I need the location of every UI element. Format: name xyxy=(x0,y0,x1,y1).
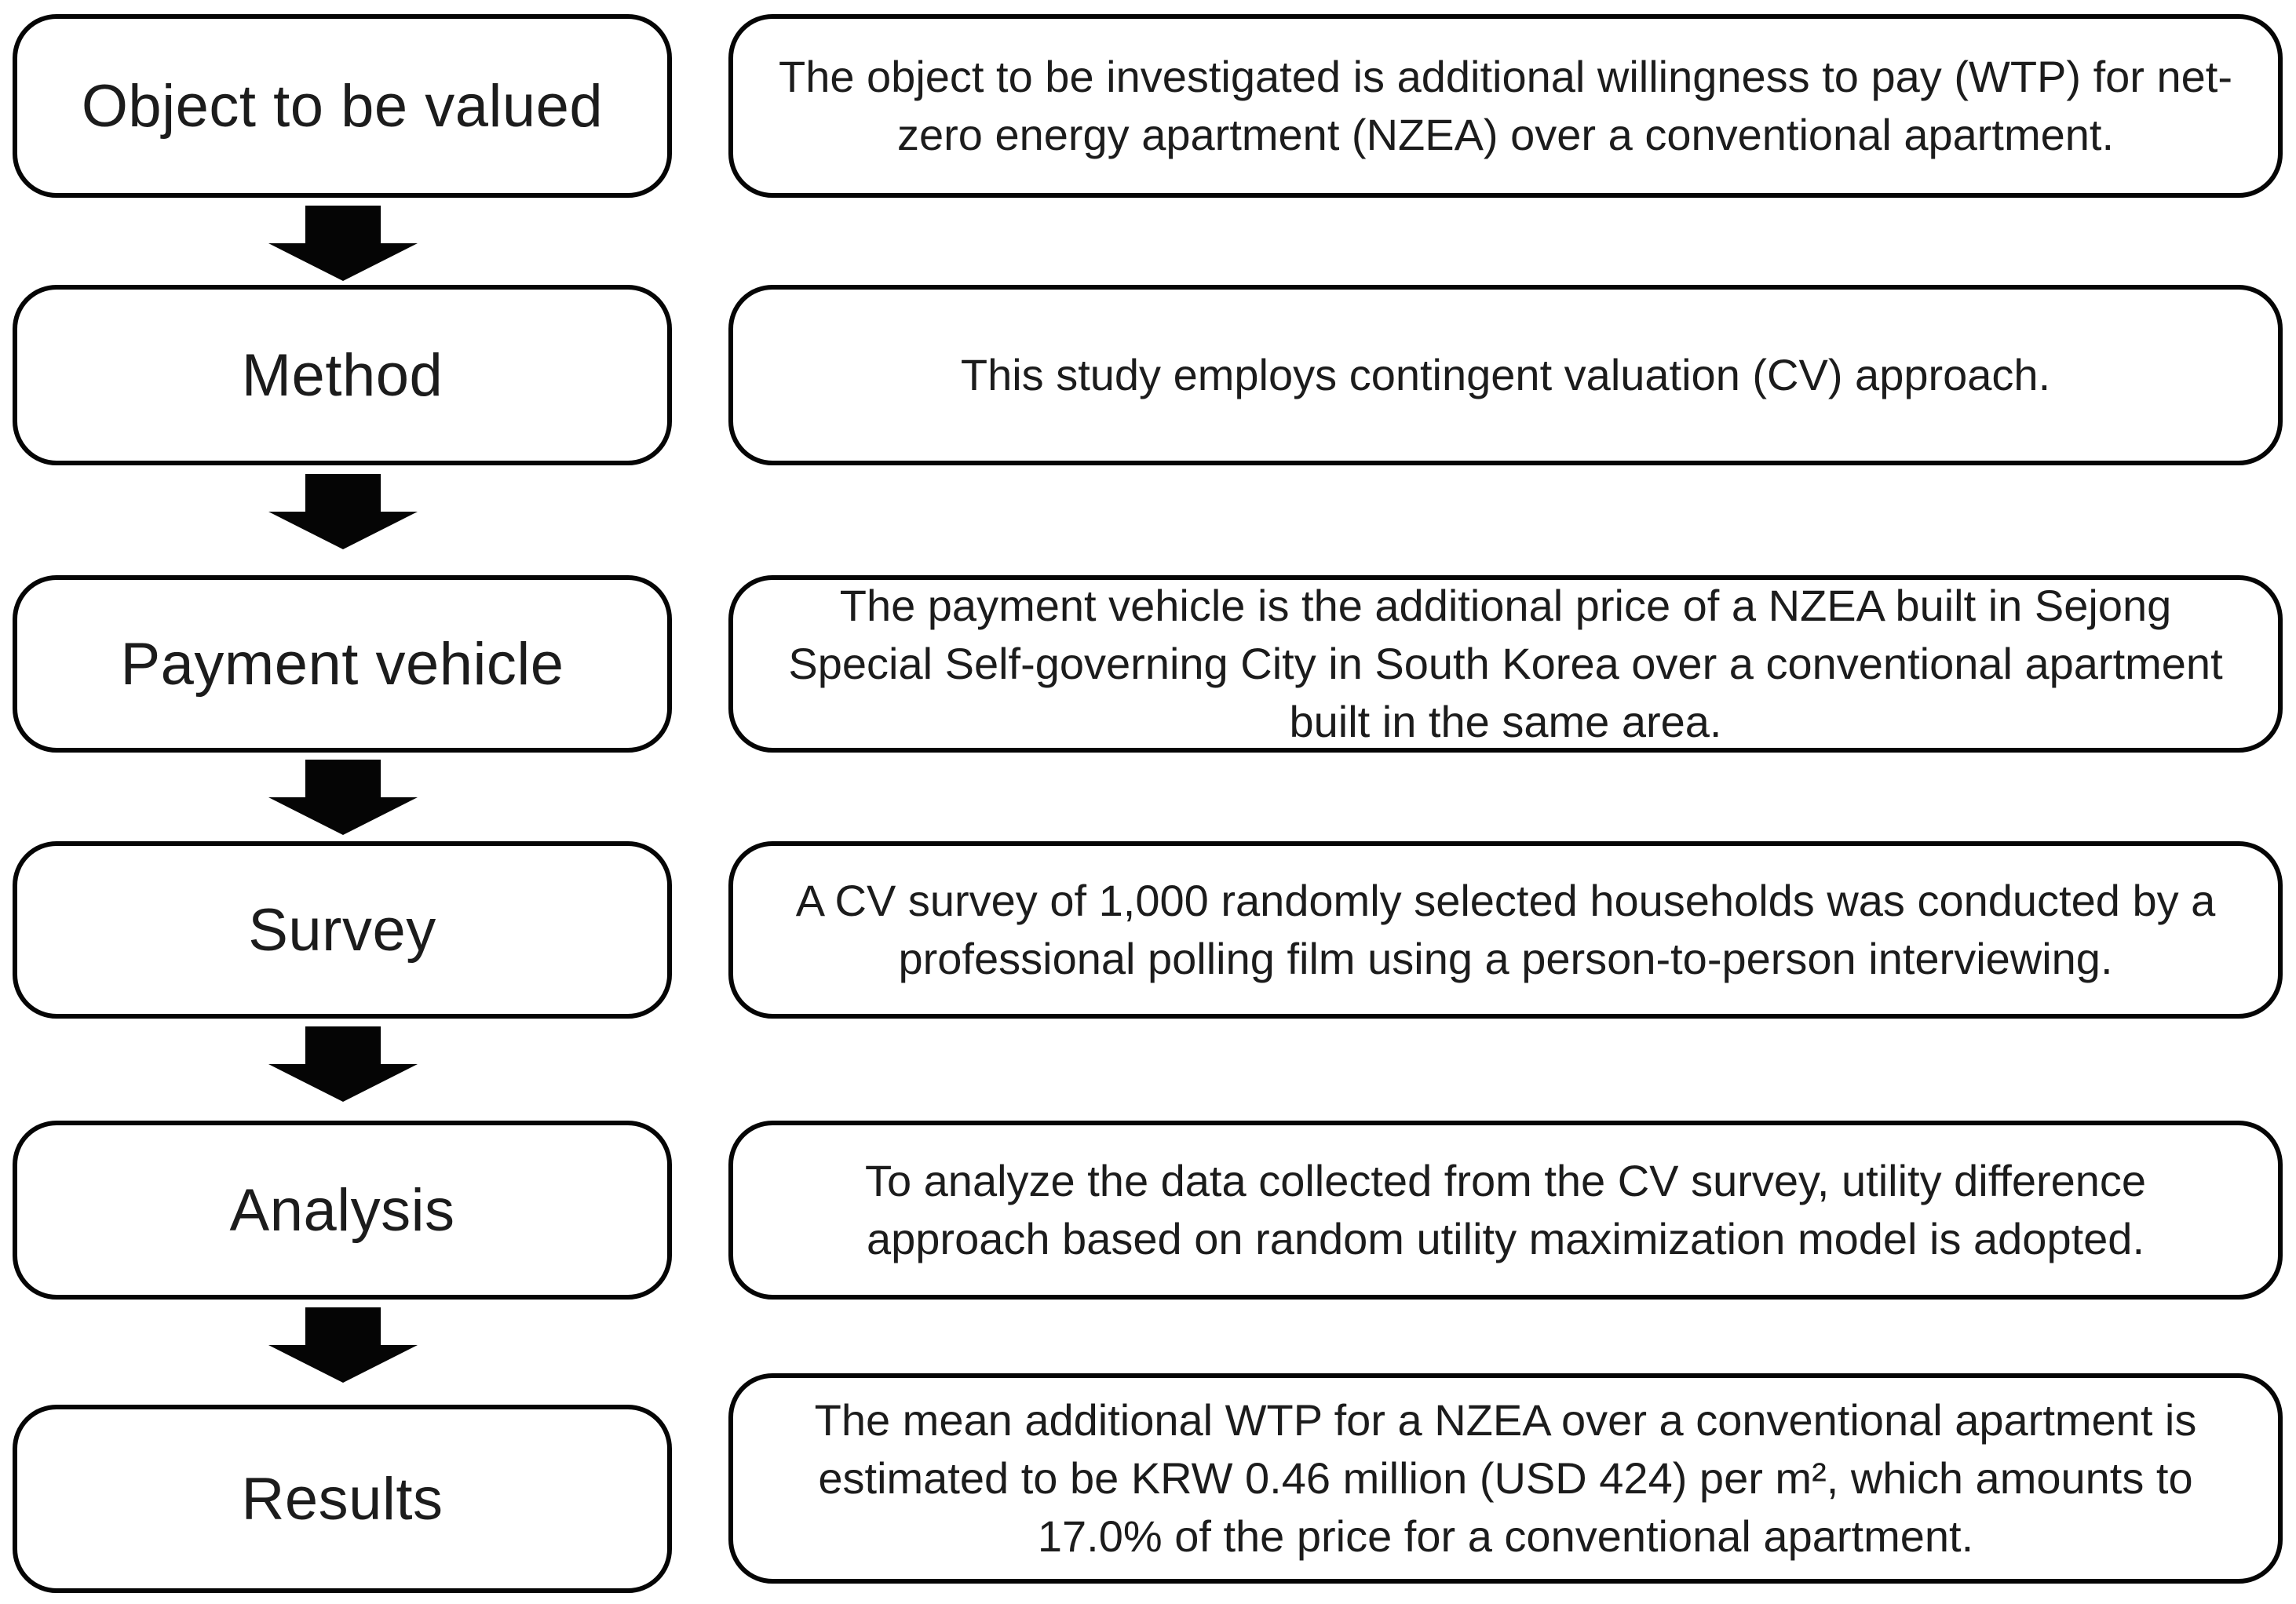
stage-label: Payment vehicle xyxy=(120,630,564,698)
stage-box-analysis: Analysis xyxy=(13,1121,672,1300)
stage-label: Object to be valued xyxy=(81,72,604,140)
description-box-object-to-be-valued: The object to be investigated is additio… xyxy=(728,14,2283,198)
stage-label: Results xyxy=(241,1465,444,1533)
description-box-results: The mean additional WTP for a NZEA over … xyxy=(728,1373,2283,1584)
down-arrow-icon xyxy=(268,206,418,281)
down-arrow-icon xyxy=(268,474,418,549)
down-arrow-icon xyxy=(268,1307,418,1383)
description-box-method: This study employs contingent valuation … xyxy=(728,285,2283,465)
down-arrow-icon xyxy=(268,1026,418,1102)
stage-box-method: Method xyxy=(13,285,672,465)
description-text: The payment vehicle is the additional pr… xyxy=(788,581,2223,746)
description-box-analysis: To analyze the data collected from the C… xyxy=(728,1121,2283,1300)
description-text: A CV survey of 1,000 randomly selected h… xyxy=(795,876,2216,983)
stage-label: Survey xyxy=(248,896,436,964)
stage-box-results: Results xyxy=(13,1405,672,1593)
stage-box-object-to-be-valued: Object to be valued xyxy=(13,14,672,198)
description-text: The mean additional WTP for a NZEA over … xyxy=(814,1395,2197,1561)
stage-box-survey: Survey xyxy=(13,841,672,1019)
description-text: This study employs contingent valuation … xyxy=(960,350,2051,399)
description-box-payment-vehicle: The payment vehicle is the additional pr… xyxy=(728,575,2283,753)
stage-box-payment-vehicle: Payment vehicle xyxy=(13,575,672,753)
down-arrow-icon xyxy=(268,760,418,835)
description-text: To analyze the data collected from the C… xyxy=(864,1156,2147,1263)
stage-label: Method xyxy=(241,341,444,409)
description-box-survey: A CV survey of 1,000 randomly selected h… xyxy=(728,841,2283,1019)
description-text: The object to be investigated is additio… xyxy=(778,52,2233,159)
stage-label: Analysis xyxy=(229,1176,455,1244)
